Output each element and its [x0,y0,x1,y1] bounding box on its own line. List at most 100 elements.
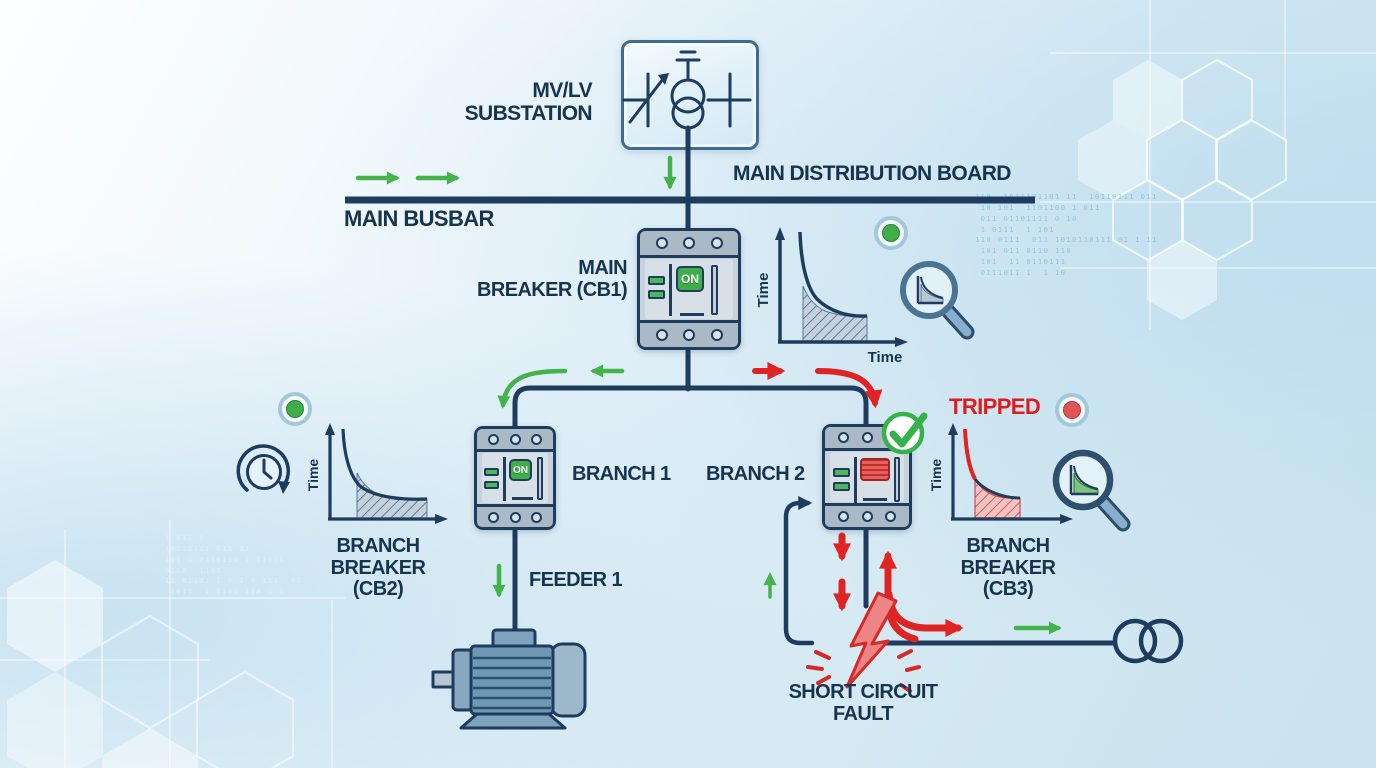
fault-label-line1: SHORT CIRCUIT [788,681,938,703]
feeder1-label: FEEDER 1 [529,569,623,591]
cb2-on-label: ON [513,464,528,476]
bolt-icon [531,511,543,523]
main-breaker-label-line2: BREAKER (CB1) [477,278,628,301]
panel-divider [503,457,506,501]
main-busbar-label: MAIN BUSBAR [344,206,494,231]
substation-label-line1: MV/LV [532,79,592,102]
breaker-terminal-strip [640,231,738,258]
substation-symbol-icon [622,50,752,130]
transformer-load-icon [1112,618,1184,664]
cb2-on-button[interactable]: ON [509,459,532,481]
panel-mark [863,498,887,501]
bolt-icon [655,329,668,341]
main-breaker-label-line1: MAIN [578,257,627,279]
cb3-label-line2: (CB3) [982,578,1034,601]
cb3-label-line1: BRANCH BREAKER [960,535,1056,579]
selectivity-check-icon [881,411,928,455]
bolt-icon [509,511,521,523]
panel-divider [669,264,672,316]
breaker-terminal-strip [477,504,553,527]
cb3-trip-curve-chart: Time [928,423,1073,524]
panel-mark [680,313,704,316]
breaker-face-panel [830,452,904,503]
normal-current-arrows-green [355,155,1062,635]
substation-label-line2: SUBSTATION [464,101,593,125]
panel-divider [854,457,857,503]
cb1-curve-magnifier-icon [900,261,975,340]
branch-tee-line [512,385,869,432]
cb1-trip-curve-chart: Time Time [755,227,908,366]
green-dot-icon [286,400,304,418]
bolt-icon [861,511,873,522]
bolt-icon [710,329,723,341]
cb1-status-indicator-icon [874,216,908,250]
cb3-tripped-button[interactable] [860,458,890,481]
hexagon-cluster-bottom-left [7,560,294,768]
cb3-chart-ylabel: Time [928,459,944,492]
panel-mark [512,497,533,500]
breaker-status-light [648,290,665,299]
cb2-label-line2: (CB2) [352,578,404,601]
green-dot-icon [882,224,900,242]
cb1-chart-xlabel: Time [868,349,903,366]
branch1-curve-arrow [497,368,568,409]
tripped-label: TRIPPED [949,394,1041,419]
bolt-icon [487,433,499,445]
wiring [345,50,1184,664]
breaker-status-light [833,482,850,491]
substation-box [621,40,759,150]
cb3-status-indicator-icon [1055,393,1089,427]
hexagon-cluster-top-right [1078,58,1287,320]
cb2-chart-ylabel: Time [305,459,321,492]
breaker-terminal-strip [477,429,553,452]
cb1-chart-ylabel: Time [755,273,772,308]
breaker-terminal-strip [825,503,909,527]
cb3-curve-magnifier-icon [1052,449,1131,532]
bolt-icon [710,237,723,249]
cb2-trip-curve-chart: Time [305,423,448,524]
branch-breaker-cb3-label: BRANCH BREAKER (CB3) [918,535,1098,601]
cb1-on-button[interactable]: ON [676,266,704,292]
breaker-status-light [648,276,665,285]
bolt-icon [683,329,695,341]
fault-return-loop-line [783,496,815,646]
branch2-fault-curve-arrow [815,368,883,409]
bolt-icon [509,433,521,445]
fault-label-line2: FAULT [833,702,894,725]
branch-breaker-cb2-label: BRANCH BREAKER (CB2) [288,535,468,601]
breaker-status-light [484,481,499,489]
motor-icon [431,628,587,730]
branch1-label: BRANCH 1 [572,463,671,485]
breaker-face-panel: ON [482,453,548,503]
bolt-icon [531,433,543,445]
panel-lever-slot [894,457,900,502]
panel-lever-slot [711,265,718,315]
short-circuit-fault-label: SHORT CIRCUIT FAULT [783,681,943,725]
bolt-icon [837,511,849,522]
clock-icon [236,444,290,494]
main-breaker-label: MAIN BREAKER (CB1) [450,257,628,301]
breaker-face-panel: ON [645,259,733,319]
cb1-on-label: ON [681,272,699,286]
main-distribution-board-label: MAIN DISTRIBUTION BOARD [733,162,1011,185]
bolt-icon [683,237,695,249]
bolt-icon [487,511,499,523]
breaker-status-light [484,468,499,476]
red-dot-icon [1063,401,1081,419]
bolt-icon [655,237,668,249]
cb2-status-indicator-icon [278,392,312,426]
breaker-terminal-strip [640,320,738,347]
bolt-icon [885,511,897,522]
short-circuit-fault-icon [806,591,921,693]
branch-breaker-cb2: ON [474,426,556,530]
bolt-icon [861,432,873,443]
breaker-status-light [833,468,850,477]
spark-dashes [806,649,921,693]
main-breaker-cb1: ON [637,228,741,350]
bolt-icon [837,432,849,443]
substation-label: MV/LV SUBSTATION [420,79,593,125]
